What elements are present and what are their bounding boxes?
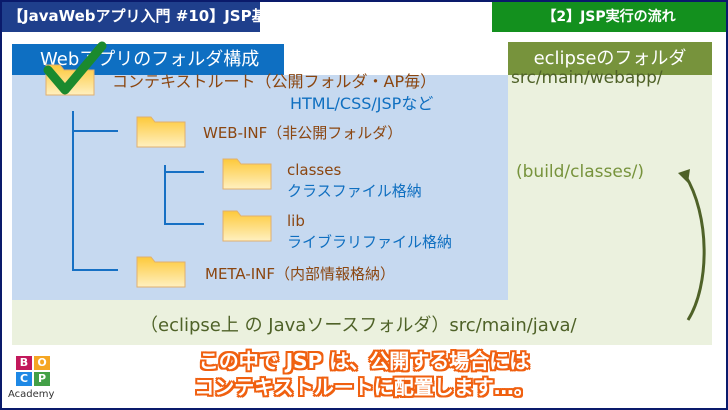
logo-letter: C bbox=[16, 372, 32, 386]
logo-letter: P bbox=[34, 372, 50, 386]
section-title: 【2】JSP実行の流れ bbox=[492, 2, 726, 32]
context-root-label: コンテキストルート（公開フォルダ・AP毎） bbox=[112, 72, 437, 91]
folder-icon bbox=[136, 114, 186, 148]
classes-label: classes bbox=[287, 161, 342, 179]
tree-line bbox=[72, 269, 118, 271]
folder-icon bbox=[136, 254, 186, 288]
tree-line bbox=[72, 111, 74, 271]
page-title: 【JavaWebアプリ入門 #10】JSP基本 bbox=[2, 2, 282, 32]
web-inf-label: WEB-INF（非公開フォルダ） bbox=[203, 124, 403, 142]
tree-line bbox=[164, 165, 166, 225]
folder-icon bbox=[222, 208, 272, 242]
logo-letter: O bbox=[34, 356, 50, 370]
java-path: （eclipse上 の Javaソースフォルダ）src/main/java/ bbox=[140, 315, 577, 336]
tree-line bbox=[72, 130, 118, 132]
caption: この中で JSP は、公開する場合には コンテキストルートに配置します…。 bbox=[0, 348, 728, 400]
checkmark-icon bbox=[43, 41, 107, 95]
lib-label: lib bbox=[287, 212, 305, 230]
webapp-path: src/main/webapp/ bbox=[511, 68, 663, 88]
classes-note: クラスファイル格納 bbox=[287, 182, 422, 200]
curved-arrow-icon bbox=[678, 169, 706, 321]
logo: B O C P Academy bbox=[8, 356, 58, 408]
build-path: (build/classes/) bbox=[516, 162, 645, 182]
folder-icon bbox=[222, 156, 272, 190]
caption-line: この中で JSP は、公開する場合には bbox=[198, 349, 530, 373]
context-root-note: HTML/CSS/JSPなど bbox=[290, 94, 434, 113]
logo-text: Academy bbox=[8, 389, 55, 400]
meta-inf-label: META-INF（内部情報格納） bbox=[205, 265, 396, 283]
lib-note: ライブラリファイル格納 bbox=[287, 233, 453, 251]
tree-line bbox=[164, 171, 204, 173]
caption-line: コンテキストルートに配置します…。 bbox=[194, 375, 534, 399]
logo-letter: B bbox=[16, 356, 32, 370]
eclipse-folder-label: eclipseのフォルダ bbox=[508, 42, 712, 75]
tree-line bbox=[164, 223, 204, 225]
